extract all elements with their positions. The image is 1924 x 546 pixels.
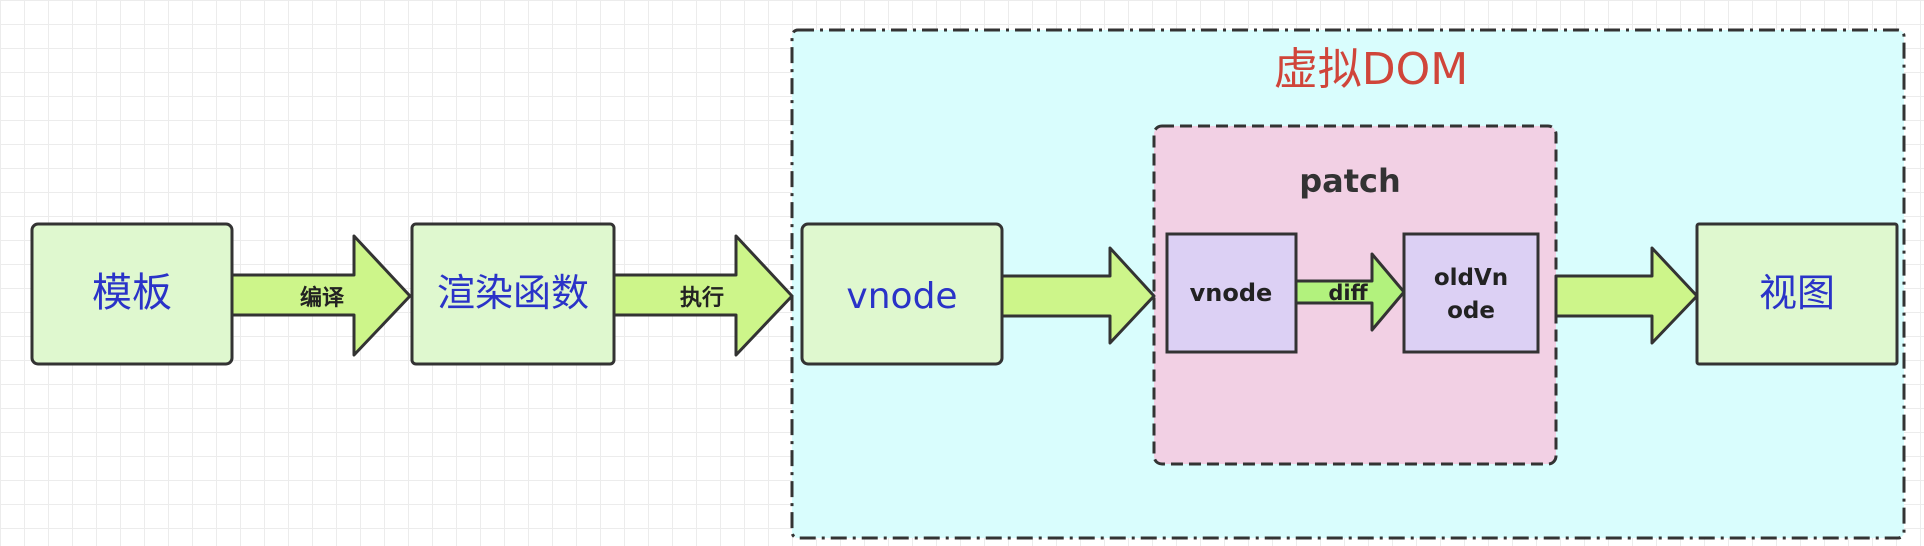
view-node-label: 视图 bbox=[1759, 271, 1835, 315]
vnode-node bbox=[800, 222, 1004, 366]
patch-to-view-arrow bbox=[1554, 246, 1699, 345]
patch-vnode-node bbox=[1165, 232, 1298, 354]
patch-label: patch bbox=[1299, 162, 1401, 200]
render-function-node-label: 渲染函数 bbox=[437, 271, 589, 315]
template-node bbox=[30, 222, 234, 366]
virtual-dom-title: 虚拟DOM bbox=[1274, 44, 1468, 95]
vnode-node-label: vnode bbox=[846, 276, 957, 317]
execute-arrow bbox=[612, 234, 794, 357]
old-vnode-node bbox=[1402, 232, 1540, 354]
old-vnode-node-label-line1: oldVn bbox=[1434, 265, 1508, 291]
compile-arrow-label: 编译 bbox=[300, 285, 345, 311]
vnode-to-patch-arrow bbox=[1000, 246, 1156, 345]
compile-arrow bbox=[230, 234, 412, 357]
template-node-label: 模板 bbox=[92, 270, 172, 316]
execute-arrow-label: 执行 bbox=[680, 285, 724, 311]
patch-vnode-node-label: vnode bbox=[1190, 279, 1273, 307]
old-vnode-node-label-line2: ode bbox=[1447, 298, 1495, 324]
render-function-node bbox=[410, 222, 616, 366]
diff-arrow-label: diff bbox=[1328, 281, 1368, 305]
diff-arrow bbox=[1294, 252, 1406, 332]
view-node bbox=[1695, 222, 1899, 366]
